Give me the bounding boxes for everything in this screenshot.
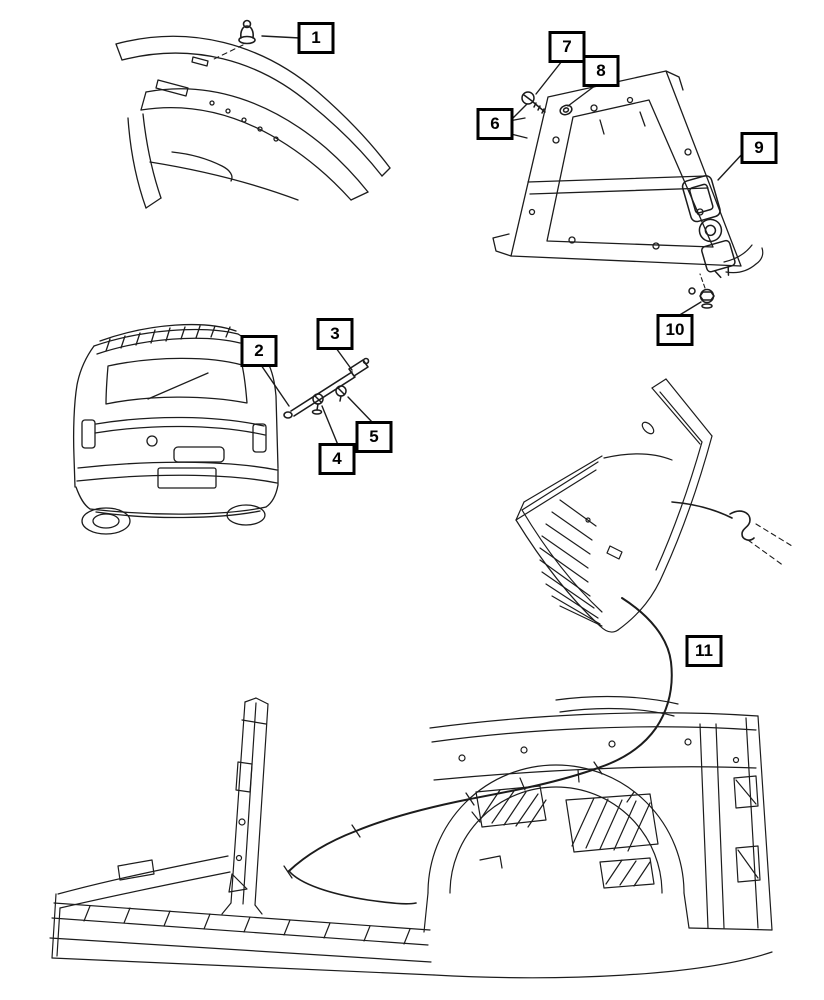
roof-grommet-part-drawing (211, 19, 256, 61)
latch-assembly-drawing (681, 174, 764, 279)
callout-1: 1 (297, 22, 335, 54)
callout-5: 5 (355, 421, 393, 453)
callout-8: 8 (582, 55, 620, 87)
callout-6: 6 (476, 108, 514, 140)
callout-4: 4 (318, 443, 356, 475)
liftgate-frame-drawing (492, 70, 742, 267)
callout-3: 3 (316, 318, 354, 350)
ball-stud-drawing (311, 385, 347, 415)
callout-10: 10 (656, 314, 694, 346)
hinge-grommet-drawing (559, 104, 573, 116)
callout-11: 11 (685, 635, 723, 667)
liftgate-wiring-harness-drawing (283, 597, 673, 905)
wiring-connector-drawing (671, 501, 793, 567)
callout-9: 9 (740, 132, 778, 164)
callout-7: 7 (548, 31, 586, 63)
quarter-pillar-drawing (515, 378, 713, 633)
prop-rod-drawing (283, 357, 370, 419)
callout-leader-lines (260, 35, 745, 446)
latch-screw-drawing (688, 273, 715, 309)
callout-2: 2 (240, 335, 278, 367)
roof-panel-drawing (115, 35, 391, 209)
hinge-screw-drawing (521, 91, 546, 114)
